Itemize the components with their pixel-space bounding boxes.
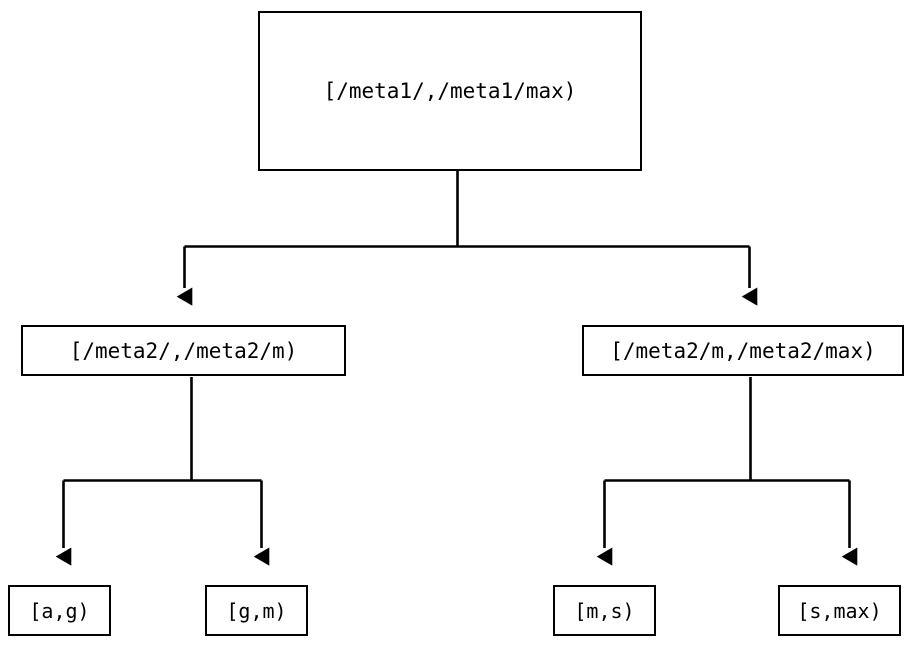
tree-node-root: [/meta1/,/meta1/max) [258, 11, 642, 171]
connector-root-to-level2 [176, 171, 758, 306]
tree-node-leaf-2: [g,m) [205, 585, 308, 636]
tree-node-level2-right: [/meta2/m,/meta2/max) [582, 325, 904, 376]
connector-mid-right-to-leaves [596, 377, 858, 566]
tree-node-leaf-4: [s,max) [778, 585, 901, 636]
tree-node-leaf-1: [a,g) [8, 585, 111, 636]
tree-node-level2-left: [/meta2/,/meta2/m) [21, 325, 346, 376]
tree-node-leaf-3: [m,s) [553, 585, 656, 636]
connector-mid-left-to-leaves [55, 377, 270, 566]
